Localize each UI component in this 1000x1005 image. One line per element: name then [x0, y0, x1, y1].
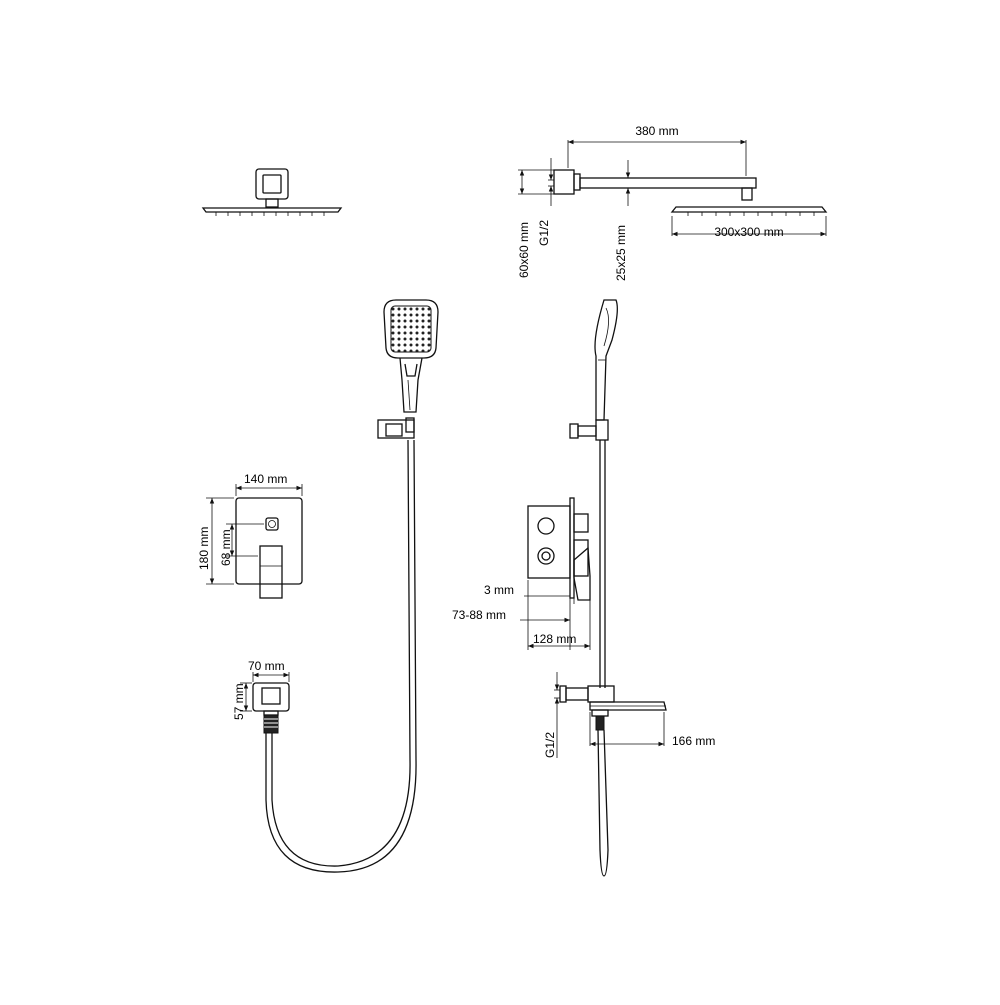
shower-arm-side-view: 380 mm 300x300 mm 25x25 mm 60x60 mm G1/2 — [517, 124, 828, 281]
dim-gap: 3 mm — [484, 583, 514, 597]
hose-outlet-front-view: 70 mm 57 mm — [232, 659, 290, 734]
dim-plate-width: 140 mm — [244, 472, 287, 486]
dim-spout-length: 166 mm — [672, 734, 715, 748]
dim-outlet-width: 70 mm — [248, 659, 285, 673]
dim-arm-section: 25x25 mm — [614, 225, 628, 281]
dim-handle-height: 68 mm — [219, 529, 233, 566]
dim-total-depth: 128 mm — [533, 632, 576, 646]
shower-head-front-view — [201, 168, 343, 216]
dim-thread-top: G1/2 — [537, 220, 551, 246]
dim-outlet-height: 57 mm — [232, 683, 246, 720]
dim-plate-height: 180 mm — [197, 527, 211, 570]
dim-thread-bottom: G1/2 — [543, 732, 557, 758]
dim-wall-flange: 60x60 mm — [517, 222, 531, 278]
hand-shower-front-view — [265, 299, 439, 873]
dim-head-size: 300x300 mm — [714, 225, 783, 239]
dim-depth-range: 73-88 mm — [452, 608, 506, 622]
system-side-view: 3 mm 73-88 mm 128 mm 166 mm G1/2 — [452, 299, 715, 877]
mixer-plate-front-view: 140 mm 180 mm 68 mm — [197, 472, 303, 599]
dim-arm-length: 380 mm — [635, 124, 678, 138]
